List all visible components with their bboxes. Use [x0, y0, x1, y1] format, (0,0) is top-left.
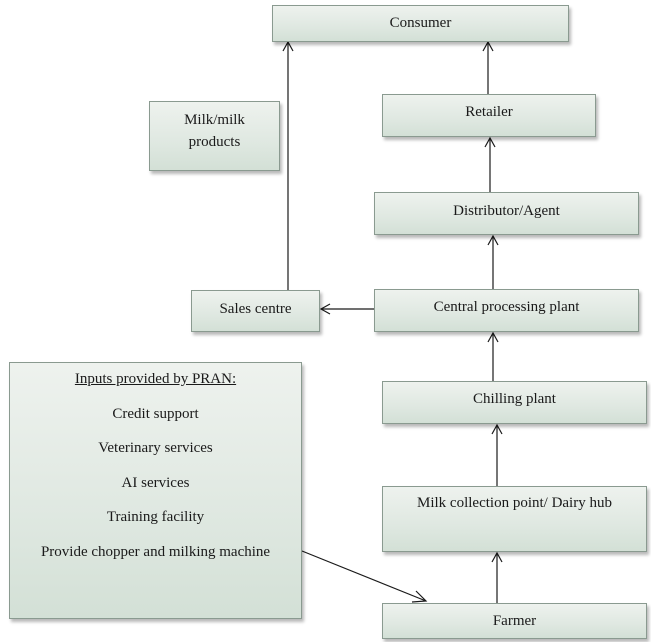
node-retailer: Retailer — [382, 94, 596, 137]
inputs-item-credit-support: Credit support — [112, 405, 199, 422]
node-retailer-label: Retailer — [465, 104, 513, 120]
node-consumer-label: Consumer — [389, 15, 452, 31]
node-chilling-plant: Chilling plant — [382, 381, 647, 424]
node-milk-products-label: Milk/milk products — [184, 112, 245, 150]
inputs-item-veterinary-services: Veterinary services — [98, 440, 213, 456]
node-chilling-plant-label: Chilling plant — [473, 391, 556, 407]
arrowhead-chilling — [491, 423, 503, 435]
arrowhead-distributor — [487, 234, 499, 246]
node-farmer-label: Farmer — [492, 613, 537, 629]
arrowhead-retailer — [484, 136, 496, 148]
arrowhead-consumer-left — [282, 40, 294, 52]
inputs-item-ai-services: AI services — [121, 474, 190, 491]
arrowhead-sales — [319, 303, 331, 315]
node-sales-centre: Sales centre — [191, 290, 320, 332]
node-milk-collection-label: Milk collection point/ Dairy hub — [417, 495, 612, 511]
node-distributor-label: Distributor/Agent — [453, 203, 560, 219]
node-distributor: Distributor/Agent — [374, 192, 639, 235]
node-milk-products: Milk/milk products — [149, 101, 280, 171]
inputs-item-training-facility: Training facility — [106, 509, 205, 525]
node-farmer: Farmer — [382, 603, 647, 639]
arrowhead-farmer — [411, 590, 428, 603]
node-central-plant: Central processing plant — [374, 289, 639, 332]
node-inputs: Inputs provided by PRAN: Credit support … — [9, 362, 302, 619]
arrowhead-consumer-right — [482, 40, 494, 52]
inputs-title: Inputs provided by PRAN: — [74, 371, 237, 387]
arrowhead-central — [487, 331, 499, 343]
arrowhead-collection — [491, 551, 503, 563]
node-central-plant-label: Central processing plant — [433, 299, 580, 315]
arrow-inputs-to-farmer — [301, 550, 427, 602]
inputs-item-chopper-milking-machine: Provide chopper and milking machine — [40, 543, 271, 560]
node-milk-collection: Milk collection point/ Dairy hub — [382, 486, 647, 552]
node-consumer: Consumer — [272, 5, 569, 42]
node-sales-centre-label: Sales centre — [219, 301, 292, 317]
